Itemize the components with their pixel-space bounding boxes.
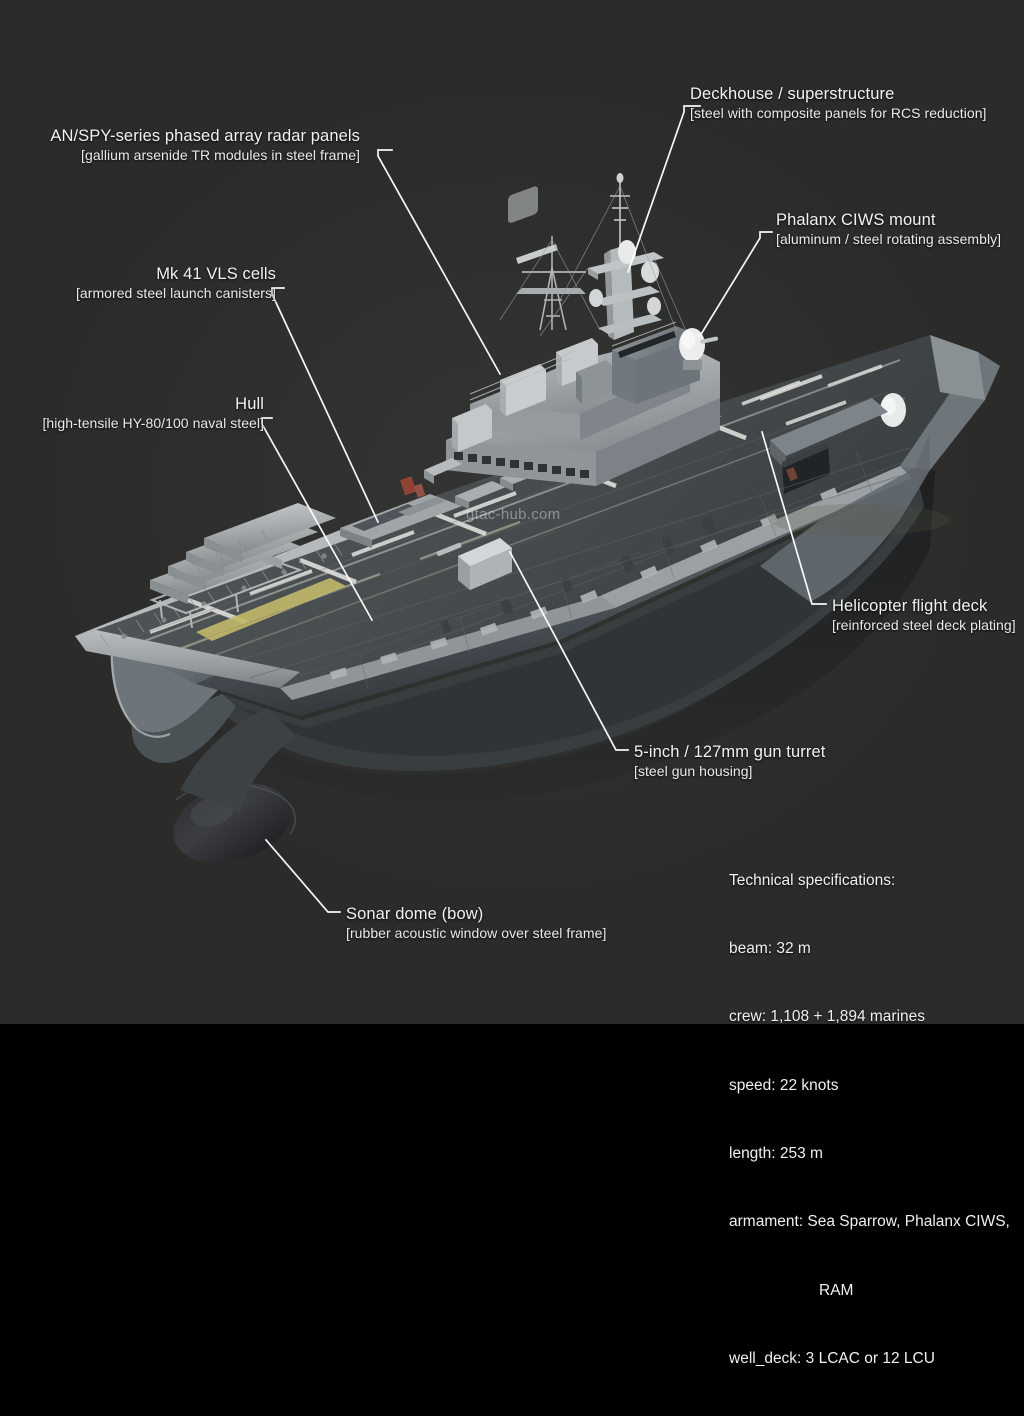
callout-radar-spec: [gallium arsenide TR modules in steel fr… xyxy=(81,146,360,163)
callout-flightdeck-spec: [reinforced steel deck plating] xyxy=(832,616,1016,633)
specs-heading: Technical specifications: xyxy=(729,871,896,889)
specs-armament: armament: Sea Sparrow, Phalanx CIWS, xyxy=(729,1213,1010,1231)
callout-vls: Mk 41 VLS cells [armored steel launch ca… xyxy=(0,264,276,302)
specs-crew: crew: 1,108 + 1,894 marines xyxy=(729,1008,926,1026)
callout-vls-title: Mk 41 VLS cells xyxy=(156,265,276,283)
leader-ciws xyxy=(698,231,773,338)
callout-gun-spec: [steel gun housing] xyxy=(634,762,753,779)
callout-hull: Hull [high-tensile HY-80/100 naval steel… xyxy=(0,394,264,432)
specs-speed: speed: 22 knots xyxy=(729,1076,839,1094)
callout-hull-spec: [high-tensile HY-80/100 naval steel] xyxy=(42,414,264,431)
callout-ciws-spec: [aluminum / steel rotating assembly] xyxy=(776,230,1002,247)
callout-radar: AN/SPY-series phased array radar panels … xyxy=(0,126,360,164)
callout-gun-title: 5-inch / 127mm gun turret xyxy=(634,743,826,761)
callout-sonar-title: Sonar dome (bow) xyxy=(346,905,484,923)
callout-ciws: Phalanx CIWS mount [aluminum / steel rot… xyxy=(776,210,1001,248)
callout-flightdeck-title: Helicopter flight deck xyxy=(832,597,988,615)
callout-sonar-spec: [rubber acoustic window over steel frame… xyxy=(346,924,607,941)
technical-specifications: Technical specifications: beam: 32 m cre… xyxy=(729,824,1010,1416)
callout-ciws-title: Phalanx CIWS mount xyxy=(776,211,936,229)
callout-radar-title: AN/SPY-series phased array radar panels xyxy=(50,127,360,145)
leader-gun xyxy=(508,550,629,751)
callout-deckhouse-spec: [steel with composite panels for RCS red… xyxy=(690,104,987,121)
callout-vls-spec: [armored steel launch canisters] xyxy=(75,284,276,301)
leader-vls xyxy=(271,287,380,524)
specs-well-deck: well_deck: 3 LCAC or 12 LCU xyxy=(729,1349,935,1367)
leader-flightdeck xyxy=(760,430,827,605)
callout-sonar: Sonar dome (bow) [rubber acoustic window… xyxy=(346,904,606,942)
specs-length: length: 253 m xyxy=(729,1144,823,1162)
leader-radar xyxy=(377,149,502,376)
callout-hull-title: Hull xyxy=(235,395,264,413)
specs-beam: beam: 32 m xyxy=(729,939,811,957)
render-canvas: gtac-hub.com AN/SPY-series phased array … xyxy=(0,0,1024,1367)
callout-deckhouse-title: Deckhouse / superstructure xyxy=(690,85,895,103)
callout-flightdeck: Helicopter flight deck [reinforced steel… xyxy=(832,596,1016,634)
callout-deckhouse: Deckhouse / superstructure [steel with c… xyxy=(690,84,987,122)
callout-gun: 5-inch / 127mm gun turret [steel gun hou… xyxy=(634,742,825,780)
leader-hull xyxy=(261,417,374,622)
specs-armament-cont: RAM xyxy=(819,1281,854,1299)
leader-sonar xyxy=(264,838,341,913)
leader-deckhouse xyxy=(626,105,701,274)
